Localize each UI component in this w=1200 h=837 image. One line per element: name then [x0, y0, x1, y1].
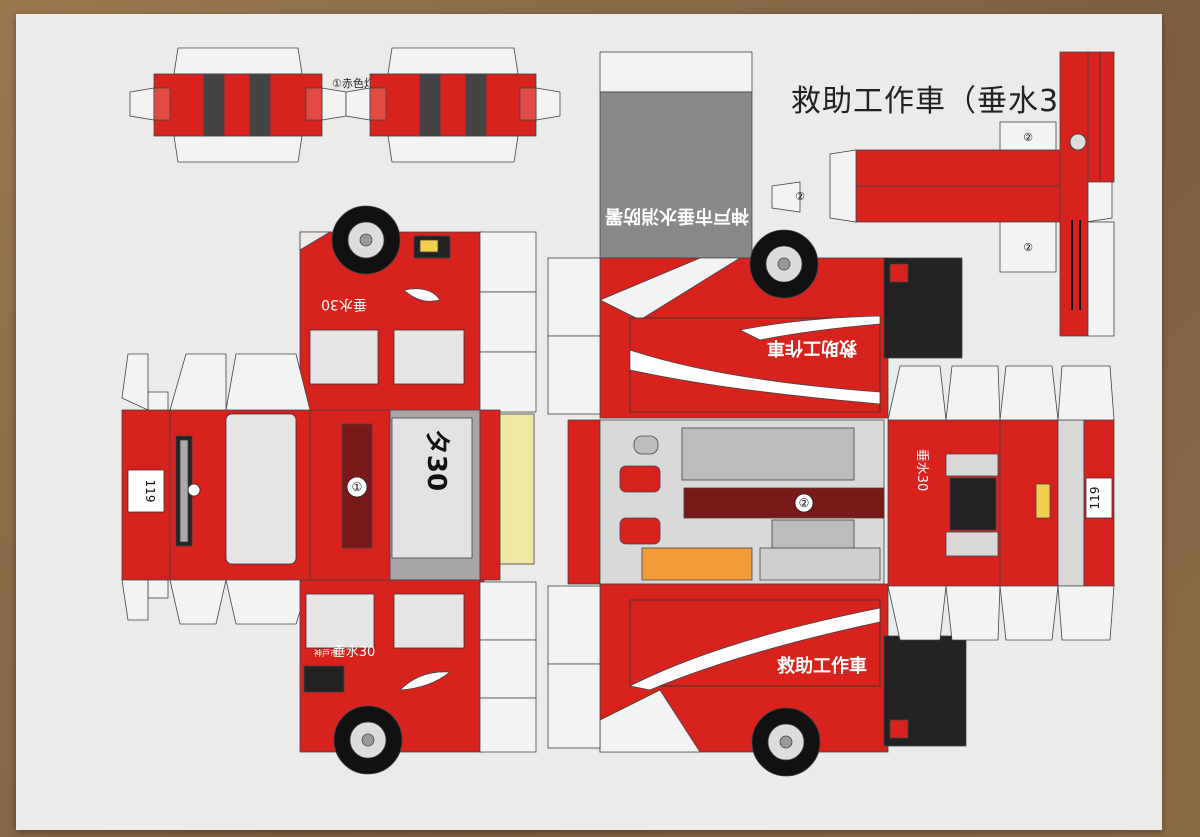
- red-lamp-label: ①赤色灯: [332, 77, 375, 90]
- tower-marker-b: ②: [795, 190, 805, 203]
- rear-plate: 119: [1088, 487, 1102, 510]
- unit-label-top: 垂水30: [321, 296, 367, 312]
- cab-net: [121, 205, 537, 775]
- tower-part: [771, 51, 1115, 337]
- body-net: [547, 51, 967, 777]
- rear-net: [887, 365, 1115, 641]
- vehicle-type-top: 救助工作車: [767, 337, 857, 359]
- rear-unit-label: 垂水30: [914, 449, 929, 492]
- sheet-title: 救助工作車（垂水30）: [791, 84, 1111, 119]
- marker-1: ①: [352, 480, 363, 494]
- front-plate: 119: [143, 480, 157, 503]
- red-lamp-part-2: [345, 47, 561, 163]
- city-label: 神戸市: [314, 648, 338, 658]
- station-name: 神戸市垂水消防署: [605, 205, 749, 227]
- unit-label-bottom: 垂水30: [333, 645, 376, 660]
- vehicle-type-bottom: 救助工作車: [777, 655, 867, 677]
- roof-number: タ30: [421, 429, 451, 491]
- tower-marker-a: ②: [1023, 131, 1033, 144]
- marker-2: ②: [799, 496, 810, 510]
- red-lamp-part-1: [129, 47, 347, 163]
- tower-marker-c: ②: [1023, 241, 1033, 254]
